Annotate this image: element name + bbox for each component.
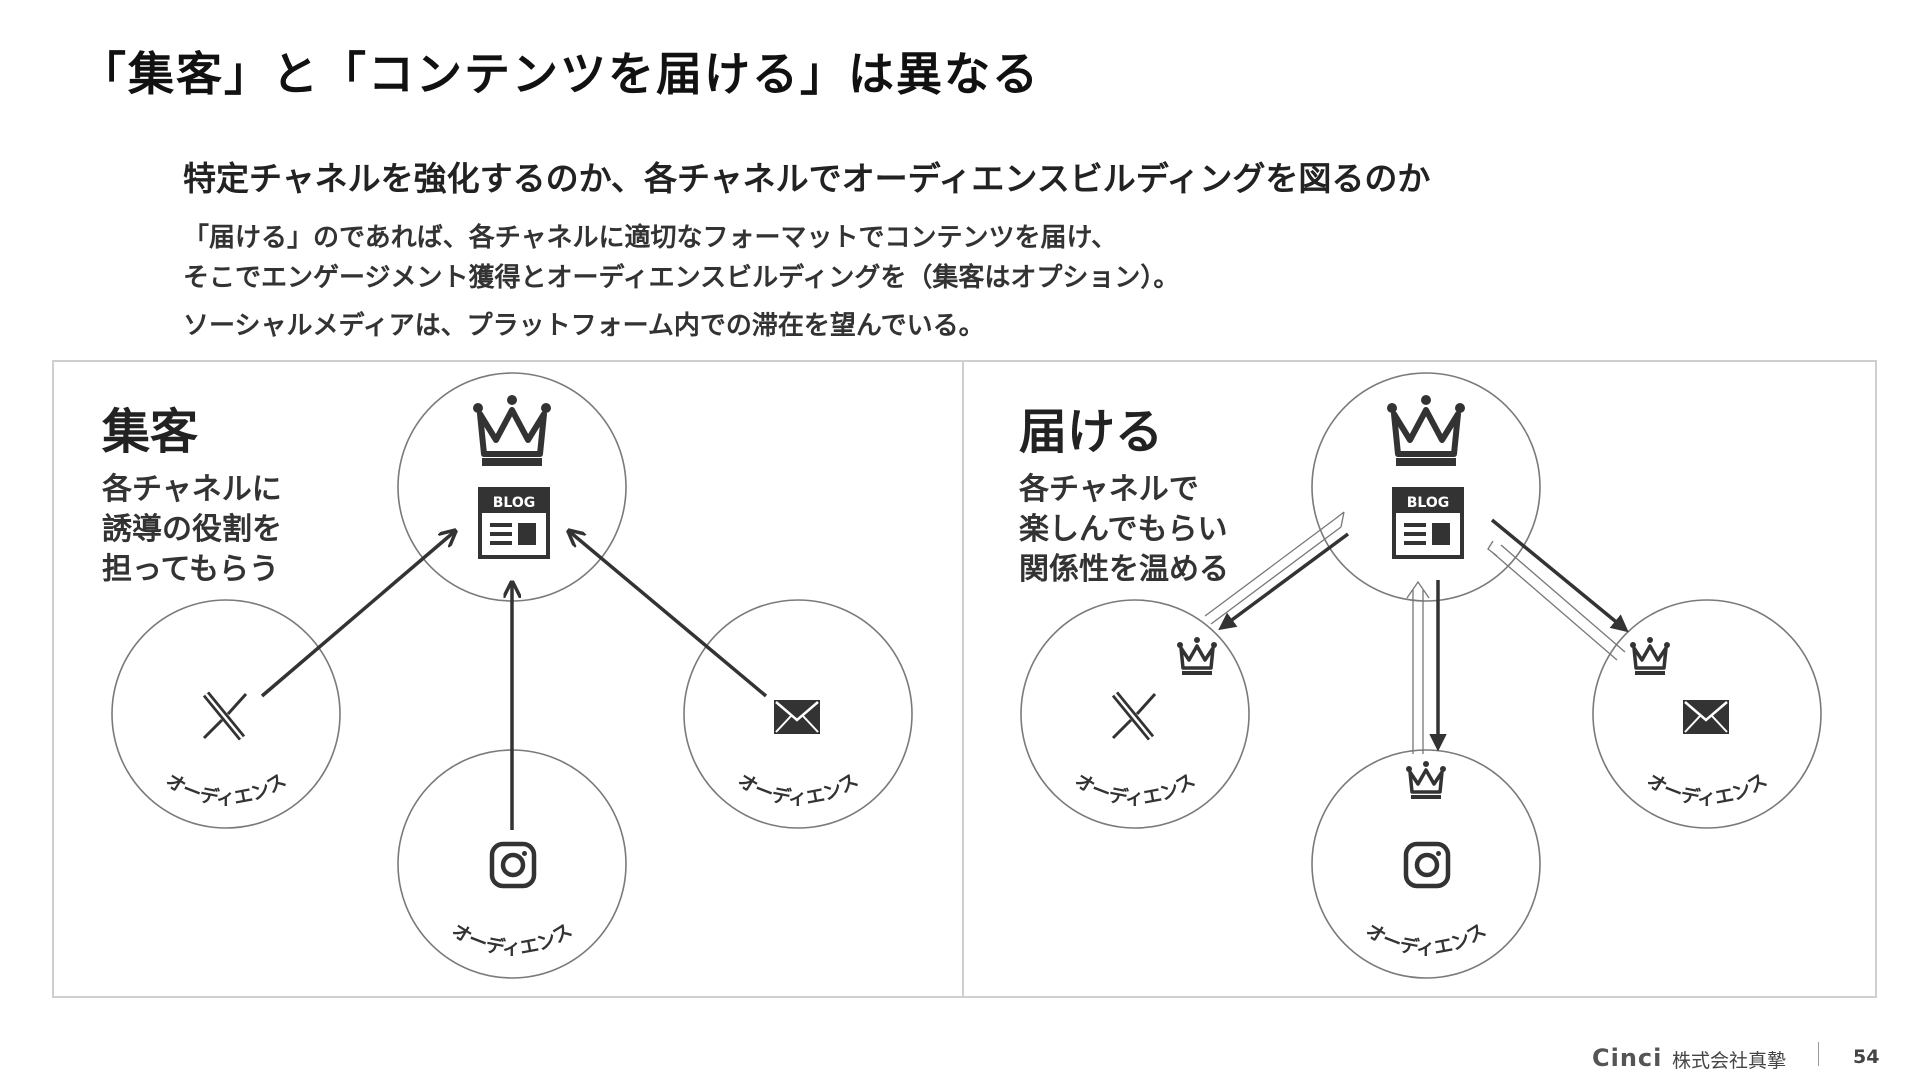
mail-icon [1683, 700, 1729, 734]
arrow [1487, 540, 1626, 661]
panel-title: 届ける [1019, 404, 1164, 460]
body-line: ソーシャルメディアは、プラットフォーム内での滞在を望んでいる。 [183, 311, 985, 341]
blog-icon: BLOG [478, 487, 550, 559]
instagram-icon [1403, 841, 1451, 889]
desc-line: 誘導の役割を [102, 512, 282, 547]
blog-label: BLOG [493, 495, 536, 511]
body-line: 「届ける」のであれば、各チャネルに適切なフォーマットでコンテンツを届け、 [183, 223, 1118, 253]
x-circle [1020, 599, 1250, 829]
crown-icon [1630, 637, 1670, 675]
panel-description: 各チャネルで 楽しんでもらい 関係性を温める [1019, 470, 1229, 590]
audience-label: オーディエンス [448, 919, 576, 959]
arrow [1406, 580, 1430, 754]
crown-icon [1387, 395, 1465, 466]
x-logo-icon [1111, 691, 1157, 741]
company-name: 株式会社真摯 [1672, 1050, 1787, 1072]
arrow [570, 532, 768, 698]
instagram-circle [1311, 749, 1541, 979]
panel-title: 集客 [102, 404, 199, 460]
arrow [1204, 511, 1345, 625]
desc-line: 担ってもらう [102, 552, 279, 587]
desc-line: 関係性を温める [1019, 552, 1229, 587]
acquisition-diagram: BLOG [111, 372, 913, 979]
mail-circle [683, 599, 913, 829]
desc-line: 各チャネルに [102, 472, 282, 507]
mail-icon [774, 700, 820, 734]
company-logo: Cinci [1592, 1044, 1663, 1072]
audience-label: オーディエンス [1643, 769, 1771, 809]
x-circle [111, 599, 341, 829]
crown-icon [473, 395, 551, 466]
audience-label: オーディエンス [1362, 919, 1490, 959]
page-subtitle: 特定チャネルを強化するのか、各チャネルでオーディエンスビルディングを図るのか [183, 159, 1431, 198]
body-paragraph-2: ソーシャルメディアは、プラットフォーム内での滞在を望んでいる。 [183, 306, 985, 346]
x-logo-icon [202, 691, 248, 741]
arrow [260, 532, 454, 698]
delivery-diagram: BLOG [1020, 372, 1822, 979]
arrow [1218, 532, 1350, 631]
blog-circle [1311, 372, 1541, 602]
panel-delivery: 届ける 各チャネルで 楽しんでもらい 関係性を温める [963, 360, 1877, 998]
page-number: 54 [1853, 1046, 1880, 1068]
blog-icon: BLOG [1392, 487, 1464, 559]
instagram-icon [489, 841, 537, 889]
footer-divider [1818, 1042, 1819, 1066]
audience-label: オーディエンス [162, 769, 290, 809]
page-title: 「集客」と「コンテンツを届ける」は異なる [80, 47, 1040, 101]
body-line: そこでエンゲージメント獲得とオーディエンスビルディングを（集客はオプション）。 [183, 263, 1180, 293]
mail-circle [1592, 599, 1822, 829]
crown-icon [1177, 637, 1217, 675]
arrow [1490, 518, 1629, 633]
blog-label: BLOG [1407, 495, 1450, 511]
audience-label: オーディエンス [1071, 769, 1199, 809]
desc-line: 楽しんでもらい [1019, 512, 1228, 547]
body-paragraph-1: 「届ける」のであれば、各チャネルに適切なフォーマットでコンテンツを届け、 そこで… [183, 218, 1179, 298]
panel-description: 各チャネルに 誘導の役割を 担ってもらう [102, 470, 282, 590]
audience-label: オーディエンス [734, 769, 862, 809]
panel-acquisition: 集客 各チャネルに 誘導の役割を 担ってもらう BLOG [52, 360, 964, 998]
crown-icon [1406, 761, 1446, 799]
desc-line: 各チャネルで [1019, 472, 1199, 507]
